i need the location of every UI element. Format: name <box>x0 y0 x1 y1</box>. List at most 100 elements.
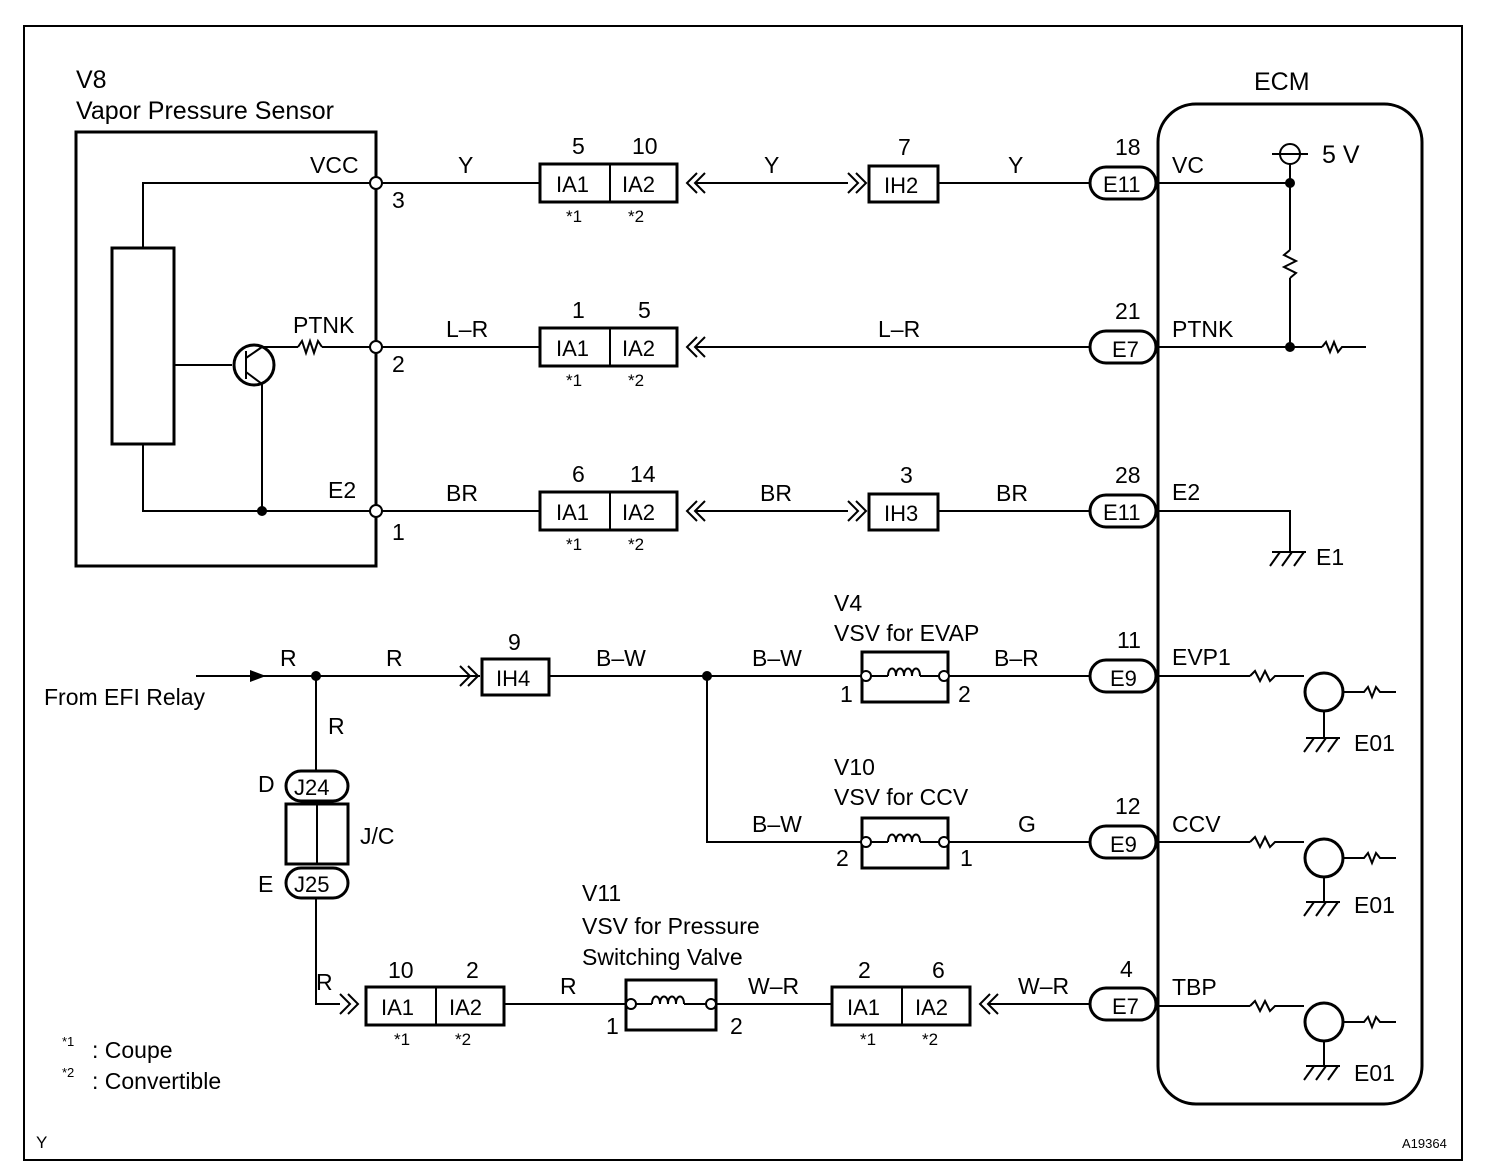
pin-num: 5 <box>572 133 585 159</box>
ground-e1: E1 <box>1316 544 1344 570</box>
conn-j25: J25 <box>294 872 329 897</box>
pin-num: 9 <box>508 629 521 655</box>
conn-e11: E11 <box>1103 500 1141 525</box>
from-efi-relay: From EFI Relay <box>44 684 206 710</box>
ccv-circuit: B–W V10 VSV for CCV 2 1 G E9 12 <box>706 676 1158 871</box>
wire-lr-2: L–R <box>878 316 920 342</box>
note-mark: *1 <box>394 1030 410 1049</box>
transistor-icon <box>1303 837 1345 879</box>
pin-num: 2 <box>836 845 849 871</box>
wire-br-1: BR <box>446 480 478 506</box>
connector-e11-e2 <box>1088 493 1158 529</box>
vcc-circuit: Y IA1 IA2 5 10 *1 *2 Y IH2 7 Y E11 18 <box>382 133 1158 226</box>
vapor-pressure-sensor: V8 Vapor Pressure Sensor VCC PTNK E2 3 2… <box>74 66 405 568</box>
ground-e01: E01 <box>1354 1060 1395 1086</box>
driver-tbp: E01 <box>1158 998 1396 1086</box>
note-mark-1: *1 <box>62 1034 74 1049</box>
wire-y-3: Y <box>1008 152 1023 178</box>
pin-e2-label: E2 <box>328 477 356 503</box>
pin-num: 11 <box>1117 627 1141 653</box>
pin-num: 2 <box>858 957 871 983</box>
conn-ia2: IA2 <box>915 995 948 1020</box>
pin-num: 1 <box>572 297 585 323</box>
connector-e7-ptnk <box>1088 329 1158 365</box>
wire-br-3: BR <box>996 480 1028 506</box>
corner-code-left: Y <box>36 1133 47 1152</box>
connector-e9-ccv <box>1088 824 1158 860</box>
note-mark: *2 <box>455 1030 471 1049</box>
pin-1: 1 <box>392 519 405 545</box>
conn-ia2: IA2 <box>622 336 655 361</box>
pin-ptnk-label: PTNK <box>293 312 355 338</box>
conn-ia2: IA2 <box>622 500 655 525</box>
pin-num: 5 <box>638 297 651 323</box>
conn-e9: E9 <box>1110 666 1137 691</box>
wire-lr-1: L–R <box>446 316 488 342</box>
note-mark: *2 <box>922 1030 938 1049</box>
pin-num: 1 <box>840 681 853 707</box>
coil-icon <box>887 667 921 677</box>
note-mark: *1 <box>566 371 582 390</box>
connector-ia1-ia2-ptnk <box>538 326 679 368</box>
conn-ih4: IH4 <box>496 666 530 691</box>
pin-num: 6 <box>572 461 585 487</box>
ground-e01: E01 <box>1354 892 1395 918</box>
connector-e7-tbp <box>1088 986 1158 1022</box>
pin-num: 10 <box>388 957 414 983</box>
e2-circuit: BR IA1 IA2 6 14 *1 *2 BR IH3 3 BR E11 28 <box>382 461 1158 554</box>
ecm-tbp: TBP <box>1172 974 1217 1000</box>
pin-num: 3 <box>900 462 913 488</box>
conn-ih3: IH3 <box>884 501 918 526</box>
conn-e7: E7 <box>1112 337 1139 362</box>
conn-j24: J24 <box>294 775 329 800</box>
pin-num: 1 <box>606 1013 619 1039</box>
wire-g: G <box>1018 811 1036 837</box>
note-mark: *1 <box>860 1030 876 1049</box>
wire-b-r: B–R <box>994 645 1039 671</box>
pin-num: 14 <box>630 461 656 487</box>
pin-2: 2 <box>392 351 405 377</box>
note-mark-2: *2 <box>62 1065 74 1080</box>
pin-3: 3 <box>392 187 405 213</box>
conn-ia2: IA2 <box>622 172 655 197</box>
note-mark: *2 <box>628 371 644 390</box>
conn-ia1: IA1 <box>556 500 589 525</box>
note-coupe: : Coupe <box>92 1037 173 1063</box>
connector-e9-evp <box>1088 658 1158 694</box>
ecm-body <box>1156 102 1424 1106</box>
pin-num: 18 <box>1115 134 1141 160</box>
pin-num: 12 <box>1115 793 1141 819</box>
v10-id: V10 <box>834 754 875 780</box>
pin-num: 2 <box>730 1013 743 1039</box>
transistor-icon <box>1303 671 1345 713</box>
resistor-icon <box>297 337 323 357</box>
conn-ia1: IA1 <box>381 995 414 1020</box>
wire-r: R <box>316 969 333 995</box>
wire-br-2: BR <box>760 480 792 506</box>
sensor-id: V8 <box>76 66 107 94</box>
ecm-vc: VC <box>1172 152 1204 178</box>
v11-name1: VSV for Pressure <box>582 913 760 939</box>
note-mark: *1 <box>566 207 582 226</box>
sensor-element <box>110 246 176 446</box>
conn-ia2: IA2 <box>449 995 482 1020</box>
pin-num: 21 <box>1115 298 1141 324</box>
pin-num: 6 <box>932 957 945 983</box>
pin-num: 28 <box>1115 462 1141 488</box>
jc-e: E <box>258 871 273 897</box>
v11-id: V11 <box>582 880 621 906</box>
wire-r: R <box>560 973 577 999</box>
conn-ia1: IA1 <box>556 336 589 361</box>
wire-wr: W–R <box>748 973 799 999</box>
figure-number: A19364 <box>1402 1136 1447 1151</box>
wire-wr: W–R <box>1018 973 1069 999</box>
pin-num: 2 <box>466 957 479 983</box>
coil-icon <box>887 833 921 843</box>
supply-voltage: 5 V <box>1322 141 1360 169</box>
wire-r: R <box>328 713 345 739</box>
pin-num: 10 <box>632 133 658 159</box>
wire-y-2: Y <box>764 152 779 178</box>
conn-e7: E7 <box>1112 994 1139 1019</box>
connector-ih4 <box>480 657 551 697</box>
